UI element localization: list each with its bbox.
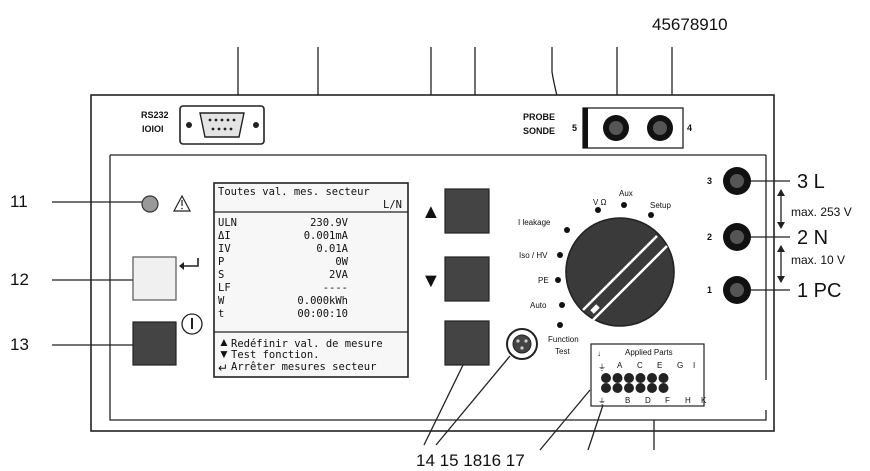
- display-row-symbol: P: [218, 256, 224, 268]
- svg-text:▲: ▲: [218, 335, 230, 349]
- dial-setup: Setup: [650, 201, 671, 210]
- status-led: [141, 195, 159, 213]
- applied-part-socket[interactable]: [624, 373, 634, 383]
- applied-part-letter-top: G: [677, 361, 683, 370]
- dial-function: Function: [548, 335, 579, 344]
- display-row-value: 230.9V: [310, 217, 349, 229]
- display-row-symbol: LF: [218, 282, 231, 294]
- display-row-symbol: ΔI: [218, 230, 231, 242]
- probe-5-label: 5: [572, 123, 577, 133]
- callout-11: 11: [10, 192, 28, 211]
- applied-part-letter-top: C: [637, 361, 643, 370]
- probe-4-label: 4: [687, 123, 692, 133]
- bottom-leader-lines: [423, 355, 655, 451]
- display-mode: L/N: [383, 199, 402, 211]
- applied-part-socket[interactable]: [647, 373, 657, 383]
- menu-item-function-test: Test fonction.: [231, 349, 320, 361]
- ioioi-label: IOIOI: [142, 124, 164, 134]
- probe-label: PROBE: [523, 112, 555, 122]
- applied-part-socket[interactable]: [658, 383, 669, 393]
- display-row-symbol: W: [218, 295, 225, 307]
- up-button[interactable]: [444, 188, 490, 234]
- display-row-value: 0.000kWh: [297, 295, 348, 307]
- terminal-3-label: 3: [707, 176, 712, 186]
- svg-text:▼: ▼: [218, 347, 230, 361]
- applied-part-letter-bottom: H: [685, 396, 691, 405]
- bottom-callouts: 14 15 1816 17: [416, 451, 525, 470]
- display-row-value: ----: [323, 282, 348, 294]
- lcd-display: [213, 182, 409, 378]
- display-row-symbol: ULN: [218, 217, 237, 229]
- applied-part-letter-bottom: K: [701, 396, 707, 405]
- display-row-symbol: S: [218, 269, 224, 281]
- on-off-button[interactable]: [132, 321, 177, 366]
- applied-part-letter-top: E: [657, 361, 662, 370]
- applied-part-letter-top: A: [617, 361, 623, 370]
- display-row-value: 00:00:10: [297, 308, 348, 320]
- callout-13: 13: [10, 335, 29, 354]
- applied-part-socket[interactable]: [601, 383, 611, 393]
- applied-parts-title: Applied Parts: [625, 348, 673, 357]
- dial-iso-hv: Iso / HV: [519, 251, 548, 260]
- function-button[interactable]: [444, 320, 490, 366]
- applied-part-socket[interactable]: [612, 373, 623, 383]
- rs232-label: RS232: [141, 110, 169, 120]
- dial-test: Test: [555, 347, 570, 356]
- display-row-value: 2VA: [329, 269, 349, 281]
- applied-part-socket[interactable]: [658, 373, 669, 383]
- applied-parts-sockets: [601, 373, 669, 393]
- display-row-value: 0.01A: [316, 243, 348, 255]
- dial-v-ohm: V Ω: [593, 198, 607, 207]
- terminal-l-text: 3 L: [797, 171, 825, 193]
- applied-part-socket[interactable]: [601, 373, 611, 383]
- down-button[interactable]: [444, 256, 490, 302]
- display-row-symbol: t: [218, 308, 224, 320]
- applied-part-letter-bottom: B: [625, 396, 630, 405]
- svg-text:↵: ↵: [218, 361, 228, 375]
- applied-part-socket[interactable]: [612, 383, 623, 393]
- menu-item-stop: Arrêter mesures secteur: [231, 361, 376, 373]
- applied-part-socket[interactable]: [647, 383, 657, 393]
- top-callout-numbers: 45678910: [652, 15, 728, 34]
- down-arrow-icon: ▼: [421, 270, 441, 292]
- dial-position-dots: [555, 202, 654, 328]
- applied-part-letter-top: I: [693, 361, 695, 370]
- callout-12: 12: [10, 270, 29, 289]
- dial-aux: Aux: [619, 189, 633, 198]
- applied-part-socket[interactable]: [624, 383, 634, 393]
- dial-auto: Auto: [530, 301, 547, 310]
- terminal-1-label: 1: [707, 285, 712, 295]
- max-253v-text: max. 253 V: [791, 205, 852, 219]
- display-row-symbol: IV: [218, 243, 231, 255]
- terminal-pc-text: 1 PC: [797, 280, 841, 302]
- dial-pe: PE: [538, 276, 549, 285]
- display-row-value: 0.001mA: [304, 230, 349, 242]
- menu-item-redefine: Redéfinir val. de mesure: [231, 338, 383, 350]
- display-readings: ULN 230.9V ΔI 0.001mA IV 0.01A P 0W S 2VA LF ---- W 0…: [218, 217, 349, 320]
- svg-text:↓: ↓: [597, 349, 601, 358]
- max-10v-text: max. 10 V: [791, 253, 845, 267]
- display-title: Toutes val. mes. secteur: [218, 186, 370, 198]
- enter-button[interactable]: [132, 256, 177, 301]
- svg-text:⏚: ⏚: [598, 397, 606, 406]
- terminal-2-label: 2: [707, 232, 712, 242]
- display-row-value: 0W: [335, 256, 348, 268]
- enter-arrow-icon: [184, 258, 199, 267]
- front-panel-outline: [109, 155, 767, 421]
- applied-part-letter-bottom: F: [665, 396, 670, 405]
- up-arrow-icon: ▲: [421, 201, 441, 223]
- applied-part-letter-bottom: D: [645, 396, 651, 405]
- dial-leakage: I leakage: [518, 218, 551, 227]
- applied-part-socket[interactable]: [635, 373, 646, 383]
- applied-part-socket[interactable]: [635, 383, 646, 393]
- svg-text:⏚: ⏚: [598, 363, 606, 372]
- terminal-n-text: 2 N: [797, 227, 828, 249]
- sonde-label: SONDE: [523, 126, 555, 136]
